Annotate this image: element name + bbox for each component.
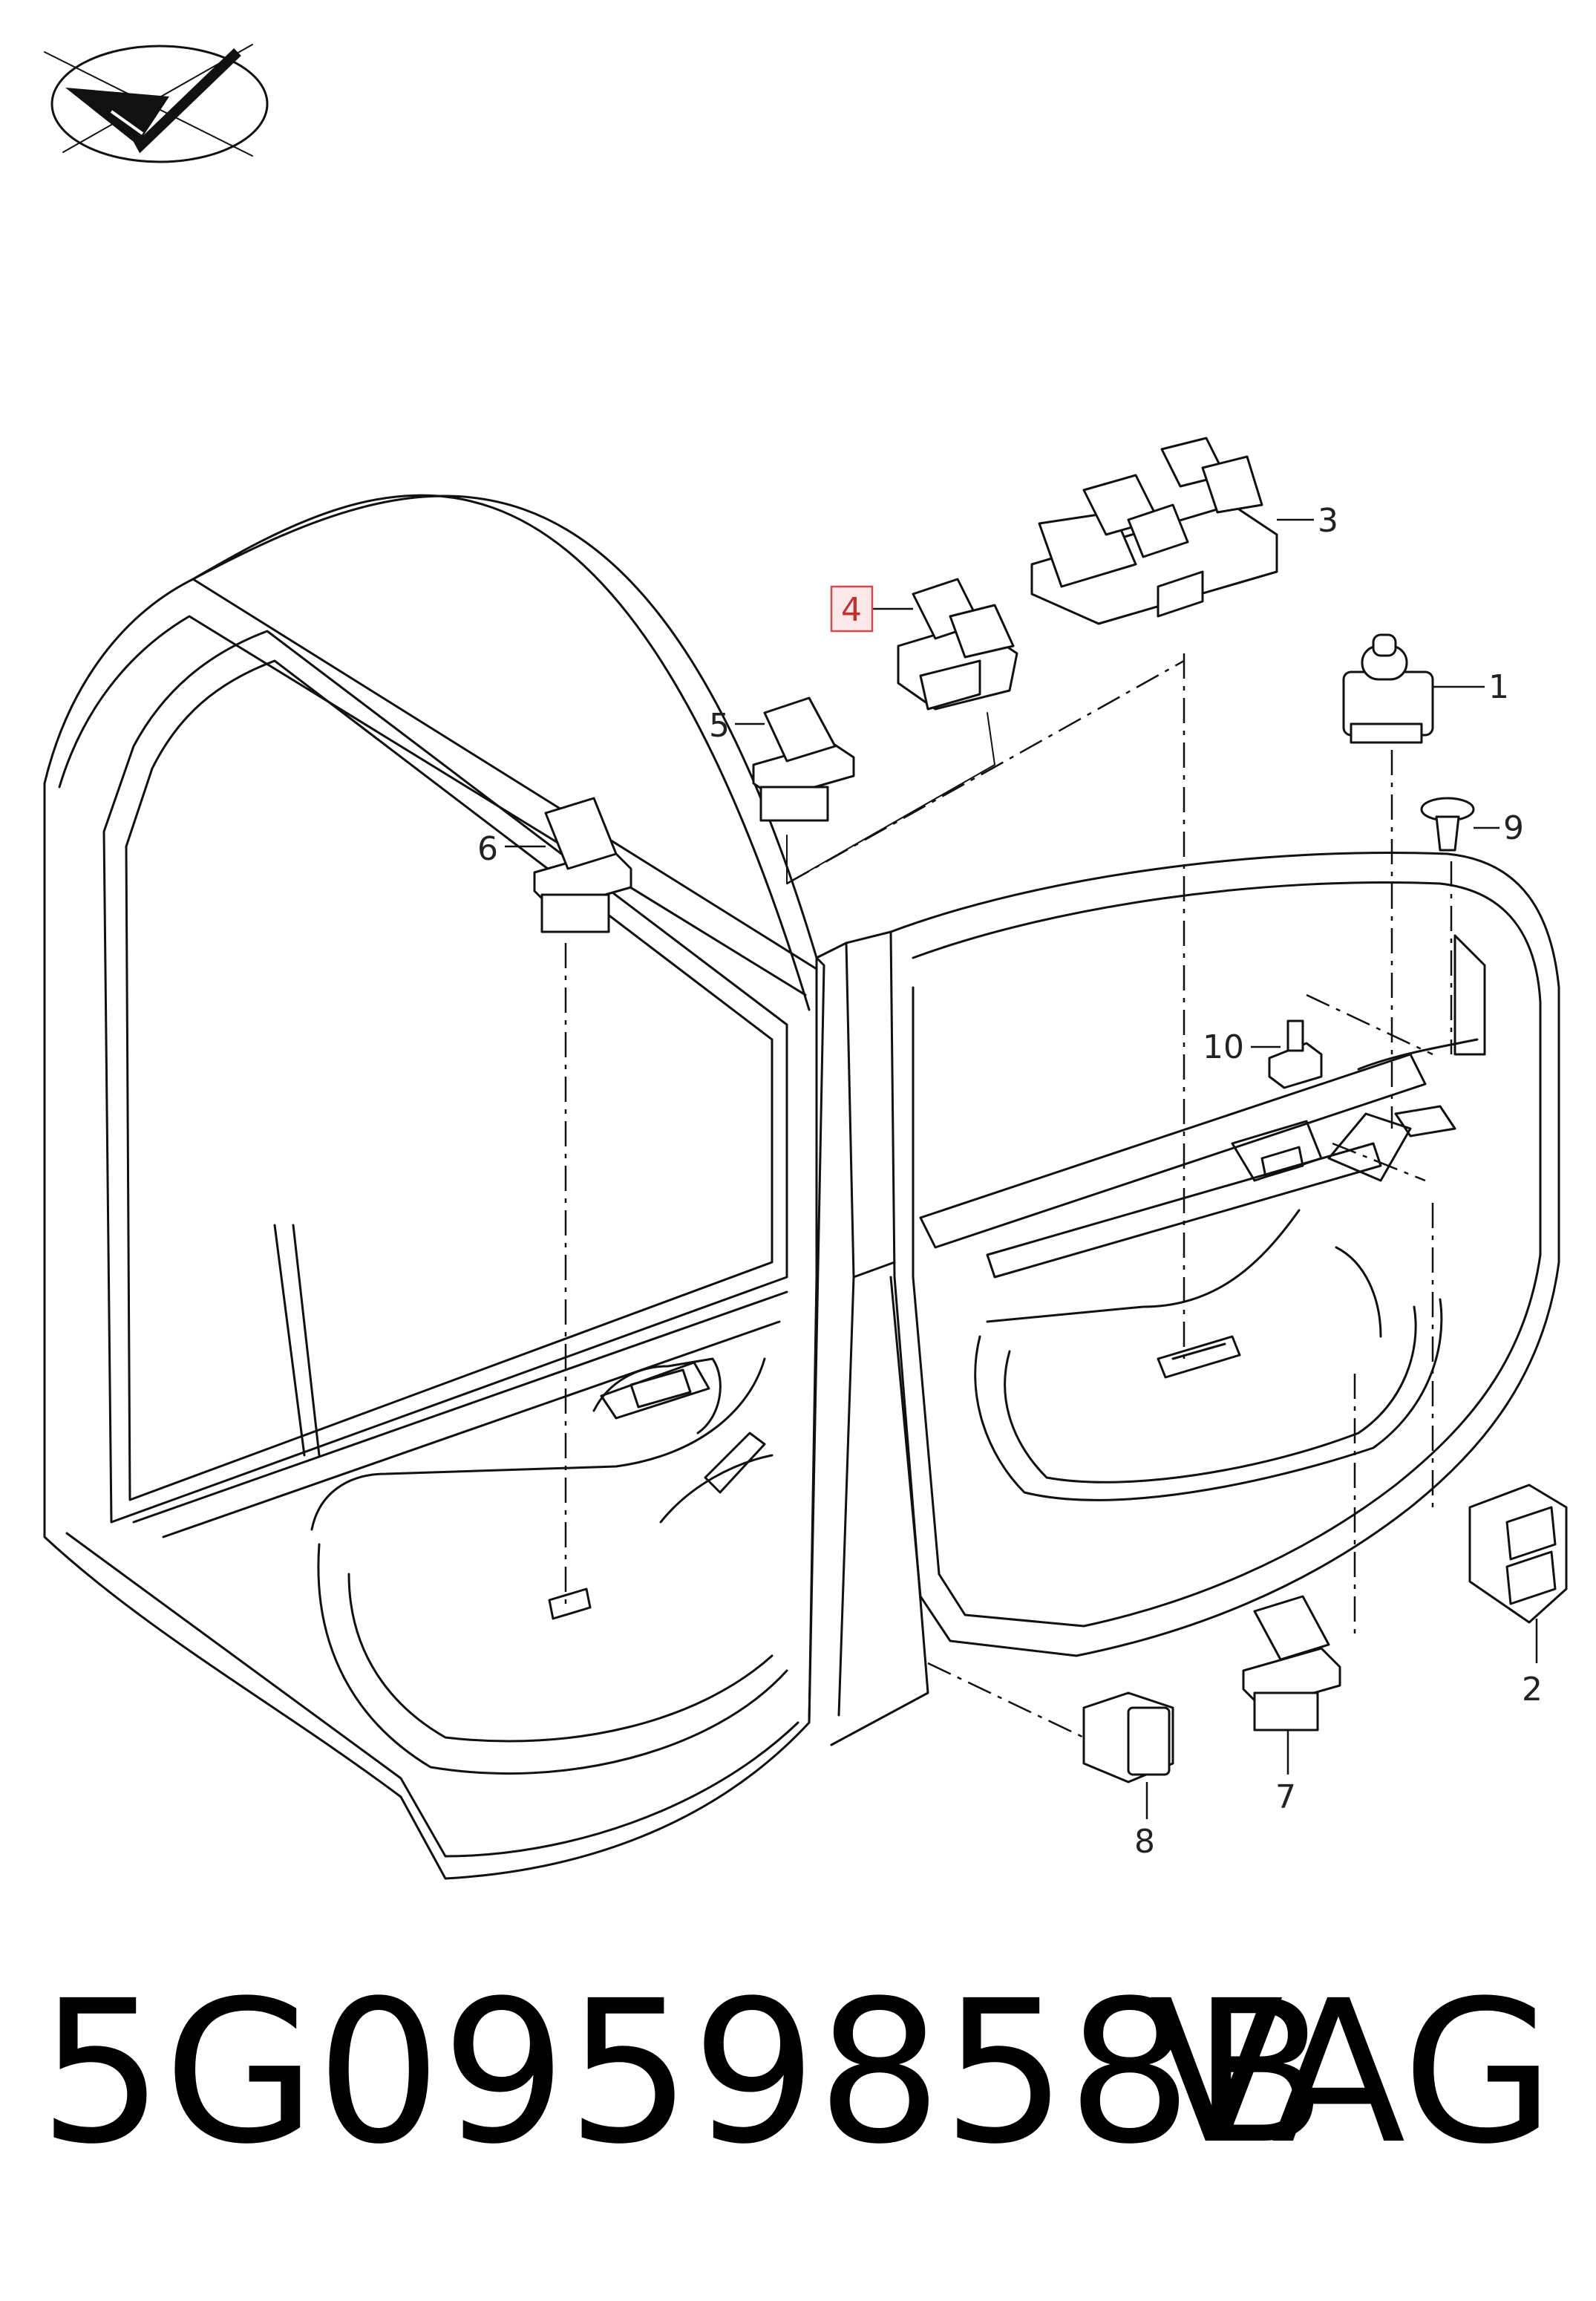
part-6-window-switch (505, 797, 632, 933)
checkmark-plane-logo-icon (44, 44, 269, 163)
callout-9: 9 (1503, 809, 1524, 847)
b-pillar (815, 930, 929, 1746)
callout-6: 6 (477, 830, 498, 868)
callout-4-highlight (830, 585, 874, 633)
callout-7: 7 (1275, 1778, 1296, 1816)
callout-4: 4 (841, 591, 862, 629)
callout-2: 2 (1522, 1671, 1543, 1708)
callout-5: 5 (709, 707, 730, 745)
placement-lines (564, 653, 1453, 1739)
part-7-window-switch (1242, 1595, 1341, 1775)
part-2-lock-switch (1468, 1484, 1568, 1663)
parts-4-5-bracket (786, 712, 995, 884)
part-number: 5G0959858B (39, 1959, 1327, 2187)
callout-10: 10 (1203, 1028, 1244, 1066)
callout-3: 3 (1318, 502, 1338, 540)
part-8-child-lock-switch (1082, 1691, 1174, 1819)
brand-label: VAG (1149, 1959, 1555, 2187)
callout-1: 1 (1488, 668, 1509, 706)
rear-door-outline (43, 494, 825, 1880)
part-9-clip (1420, 797, 1499, 852)
front-door-outline (889, 851, 1560, 1657)
part-10-connector (1251, 1019, 1323, 1089)
part-3-window-switch-block (1030, 437, 1314, 625)
part-1-mirror-switch (1342, 633, 1485, 744)
callout-8: 8 (1134, 1823, 1155, 1861)
part-4-window-switch (872, 578, 1018, 711)
part-5-window-switch (735, 696, 855, 822)
